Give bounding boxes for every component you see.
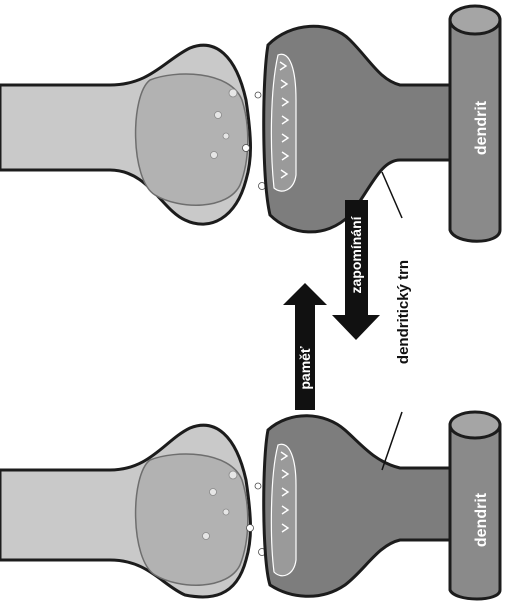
memorizing-label: zapomínání xyxy=(348,215,364,293)
memory-label: paměť xyxy=(297,346,313,390)
dendritic-spine-label: dendritický trn xyxy=(395,260,412,364)
spine-leader-line-top xyxy=(382,172,402,218)
synapse-bottom: dendrit xyxy=(0,412,500,599)
dendrite-label-top: dendrit xyxy=(473,100,490,155)
dendrite-cap-bottom xyxy=(450,412,500,438)
dendrite-cap-top xyxy=(450,6,500,34)
thick-up-arrow-icon: paměť xyxy=(283,283,327,410)
dendrite-label-bottom: dendrit xyxy=(473,492,490,547)
spine-leader-line-bottom xyxy=(382,412,402,470)
synapse-top: dendrit xyxy=(0,6,500,241)
postsynaptic-density-bottom xyxy=(271,444,296,576)
